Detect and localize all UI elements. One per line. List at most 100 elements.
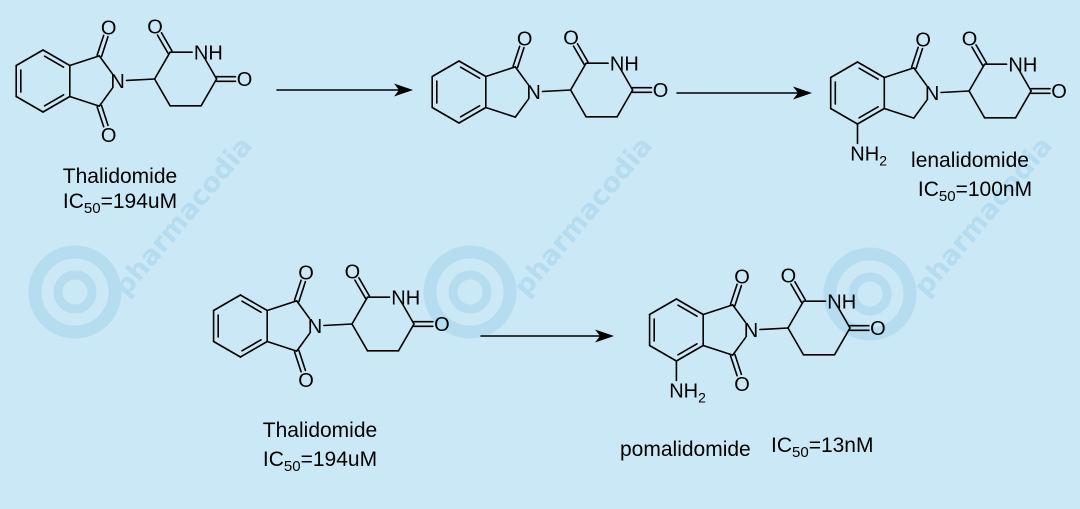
bond-line [69, 95, 101, 107]
carbonyl-bond-line [96, 106, 105, 128]
carbonyl-bond-line [512, 45, 521, 67]
bond-line [838, 308, 851, 329]
carbonyl-bond-line [516, 46, 525, 69]
watermark-logo [823, 247, 917, 341]
bond-line [239, 294, 269, 312]
ic50-value: =100nM [956, 178, 1032, 201]
watermark-text: pharmacodia [508, 131, 659, 302]
oxygen-label: O [434, 314, 450, 336]
oxygen-label: O [517, 29, 533, 51]
bond-line [266, 300, 298, 312]
aromatic-double-bond-line [43, 55, 65, 68]
bond-line [883, 67, 915, 79]
bond-line [912, 99, 928, 119]
watermark-logo-inner-ring [53, 270, 97, 314]
bond-line [1019, 71, 1032, 92]
aromatic-double-bond-line [858, 67, 879, 80]
ic50-subscript: 50 [939, 188, 956, 205]
bond-line [153, 51, 171, 80]
carbonyl-bond-line [298, 280, 307, 303]
reaction-arrows [276, 83, 812, 343]
bond-line [833, 327, 851, 356]
imide-nh-label: NH [194, 42, 223, 64]
bond-line [98, 87, 114, 107]
oxygen-label: O [147, 16, 163, 38]
amino-label: NH2 [669, 381, 706, 406]
watermark-logo [423, 245, 517, 339]
watermark-logo-inner-ring [848, 272, 892, 316]
bond-line [940, 90, 970, 94]
bond-line [351, 323, 369, 352]
bond-line [620, 70, 634, 91]
carbonyl-bond-line [734, 353, 743, 376]
bond-line [266, 340, 298, 352]
ic50-value: =13nM [809, 434, 874, 457]
carbonyl-bond-line [293, 279, 302, 302]
carbonyl-bond-line [100, 104, 109, 127]
bond-line [514, 66, 530, 86]
watermark-logo-inner-ring [448, 270, 492, 314]
bond-line [458, 106, 487, 124]
carbonyl-bond-line [293, 350, 302, 373]
carbonyl-bond-line [971, 46, 984, 67]
bond-line [431, 106, 460, 124]
arrow-thalidomide-to-isoindolinone [276, 83, 413, 97]
pomalidomide-ic50: IC50=13nM [771, 434, 873, 461]
oxygen-label: O [734, 267, 750, 289]
carbonyl-bond-line [156, 34, 169, 55]
carbonyl-bond-line [790, 283, 803, 304]
oxygen-label: O [870, 318, 886, 340]
arrow-thalidomide-to-pomalidomide [480, 329, 614, 343]
bond-line [431, 60, 460, 78]
bond-line [702, 304, 734, 316]
amino-label: NH2 [850, 144, 887, 169]
aromatic-double-bond-line [858, 106, 879, 119]
bond-line [648, 344, 678, 362]
bond-line [829, 61, 859, 79]
watermark-logo [28, 245, 122, 339]
thalidomide-bottom-name: Thalidomide [263, 419, 377, 442]
oxygen-label: O [563, 27, 579, 49]
bond-line [616, 89, 634, 118]
aromatic-double-bond-line [43, 94, 65, 107]
nitrogen-label: N [526, 82, 540, 104]
bond-line [484, 106, 517, 118]
oxygen-label: O [915, 30, 931, 52]
aromatic-double-bond-line [241, 338, 262, 352]
lenalidomide-name: lenalidomide [911, 149, 1029, 172]
bond-line [153, 78, 171, 107]
bond-line [42, 95, 71, 113]
amino-label-subscript: 2 [879, 153, 887, 169]
ic50-subscript: 50 [284, 458, 301, 475]
bond-line [397, 323, 415, 352]
bond-line [648, 298, 678, 316]
bond-line [883, 107, 915, 119]
aromatic-double-bond-line [677, 304, 698, 318]
bond-line [856, 107, 886, 125]
carbonyl-bond-line [576, 42, 589, 63]
imide-nh-label: NH [1008, 54, 1037, 76]
carbonyl-bond-line [160, 31, 173, 52]
arrow-head [595, 329, 614, 343]
oxygen-label: O [101, 125, 117, 147]
carbonyl-bond-line [910, 46, 920, 68]
amino-label-nh: NH [669, 381, 698, 403]
aromatic-double-bond-line [459, 105, 481, 118]
bond-line [458, 60, 487, 78]
carbonyl-bond-line [298, 349, 307, 372]
bond-line [1014, 90, 1032, 119]
bond-line [759, 327, 789, 331]
bond-line [787, 300, 805, 329]
carbonyl-bond-line [915, 47, 924, 70]
bond-line [351, 296, 369, 325]
amino-label-subscript: 2 [698, 390, 706, 406]
oxygen-label: O [1051, 81, 1067, 103]
bond-line [968, 63, 986, 92]
carbonyl-bond-line [729, 354, 738, 377]
oxygen-label: O [101, 18, 117, 40]
bond-line [239, 340, 269, 358]
watermark-logo-outer-ring [28, 245, 122, 339]
bond-line [15, 95, 44, 113]
carbonyl-bond-line [572, 45, 585, 66]
